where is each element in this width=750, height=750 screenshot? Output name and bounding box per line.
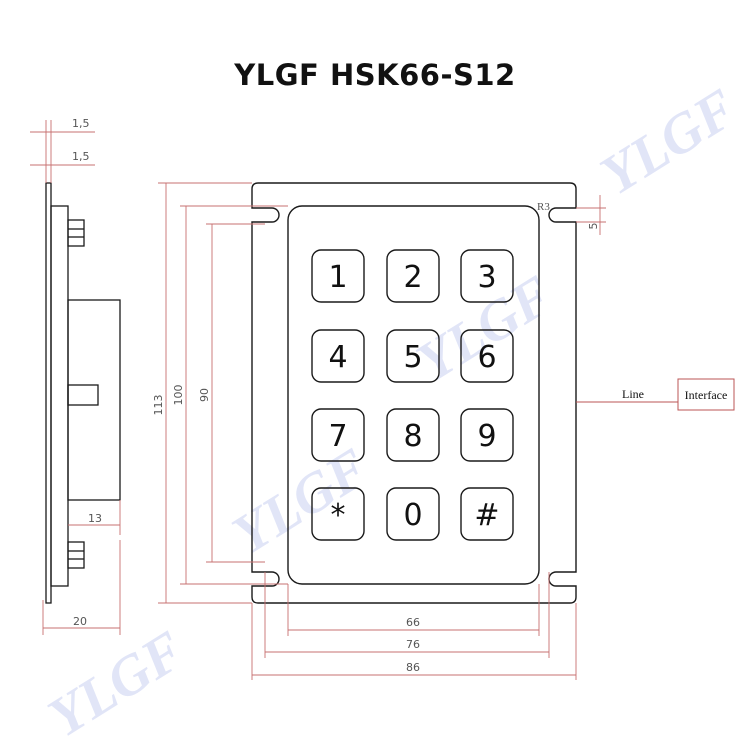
dim-label-height-outer: 113: [152, 395, 165, 416]
page-title: YLGF HSK66-S12: [234, 58, 516, 92]
key-outline: [386, 487, 440, 541]
keypad-keys: 1 2 3 4 5 6 7 8 9 * 0 #: [311, 249, 514, 541]
side-body: [50, 205, 69, 587]
dim-label-depth: 13: [88, 512, 102, 525]
key-label: 3: [477, 260, 496, 295]
key-outline: [460, 487, 514, 541]
key-label: 0: [403, 498, 422, 533]
side-connector-pin: [67, 384, 99, 406]
watermark-text: YLGF: [222, 437, 379, 567]
key-3: 3: [460, 249, 514, 303]
key-*: *: [311, 487, 365, 541]
dim-label-side-width: 20: [73, 615, 87, 628]
interface-box: [677, 378, 735, 411]
key-8: 8: [386, 408, 440, 462]
key-label: 5: [403, 340, 422, 375]
side-bolt-bottom: [67, 541, 85, 569]
key-label: *: [331, 498, 346, 533]
key-outline: [386, 408, 440, 462]
key-outline: [460, 249, 514, 303]
dim-label-width-outer: 86: [406, 661, 420, 674]
watermark-layer: YLGF YLGF YLGF YLGF: [38, 77, 747, 749]
key-label: 1: [328, 260, 347, 295]
front-keypad-area: [287, 205, 540, 585]
watermark-text: YLGF: [590, 77, 747, 207]
key-label: #: [474, 498, 499, 533]
watermark-text: YLGF: [38, 619, 195, 749]
key-outline: [311, 408, 365, 462]
key-4: 4: [311, 329, 365, 383]
dim-label-plate-1: 1,5: [72, 117, 90, 130]
interface-label: Interface: [685, 388, 728, 402]
front-dimensions: [158, 182, 606, 680]
key-#: #: [460, 487, 514, 541]
key-label: 7: [328, 419, 347, 454]
key-label: 2: [403, 260, 422, 295]
key-7: 7: [311, 408, 365, 462]
key-outline: [386, 329, 440, 383]
key-2: 2: [386, 249, 440, 303]
key-label: 6: [477, 340, 496, 375]
key-outline: [386, 249, 440, 303]
dim-label-height-middle: 100: [172, 385, 185, 406]
key-outline: [460, 408, 514, 462]
side-front-plate: [45, 182, 52, 604]
dim-label-radius: R3: [537, 201, 550, 213]
key-outline: [311, 329, 365, 383]
dim-label-plate-2: 1,5: [72, 150, 90, 163]
key-1: 1: [311, 249, 365, 303]
key-outline: [311, 487, 365, 541]
key-label: 4: [328, 340, 347, 375]
side-view: [45, 182, 121, 604]
key-5: 5: [386, 329, 440, 383]
key-outline: [311, 249, 365, 303]
side-dimensions: [30, 120, 121, 635]
cable-assembly: [576, 378, 735, 411]
dim-label-width-inner: 66: [406, 616, 420, 629]
front-outer-plate: [251, 182, 577, 604]
front-view: [251, 182, 577, 604]
key-6: 6: [460, 329, 514, 383]
key-outline: [460, 329, 514, 383]
key-9: 9: [460, 408, 514, 462]
key-0: 0: [386, 487, 440, 541]
cable-label: Line: [622, 387, 644, 401]
key-label: 8: [403, 419, 422, 454]
dim-label-width-middle: 76: [406, 638, 420, 651]
dim-label-slot: 5: [587, 223, 600, 230]
dim-label-height-inner: 90: [198, 388, 211, 402]
side-connector-housing: [67, 299, 121, 501]
side-bolt-top: [67, 219, 85, 247]
key-label: 9: [477, 419, 496, 454]
